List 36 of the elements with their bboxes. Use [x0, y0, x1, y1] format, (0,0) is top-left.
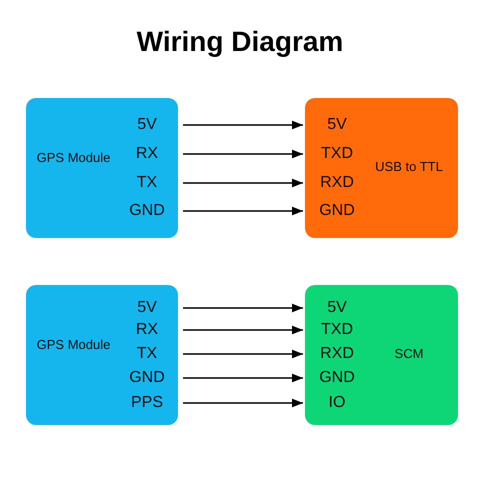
pin-label: GND — [319, 369, 355, 387]
arrow — [183, 374, 303, 382]
pin-label: TX — [136, 174, 158, 192]
arrow — [183, 178, 303, 188]
pin-label: TXD — [321, 321, 353, 339]
module-box — [305, 285, 458, 425]
pin-label: RXD — [320, 345, 354, 363]
arrow — [183, 350, 303, 358]
pin-label: 5V — [137, 299, 157, 317]
module-box — [26, 98, 178, 238]
pin-label: GND — [129, 369, 165, 387]
pin-label: 5V — [327, 299, 347, 317]
module-label: GPS Module — [36, 338, 112, 353]
arrow — [183, 206, 303, 216]
module-label: SCM — [394, 347, 424, 362]
arrow — [183, 326, 303, 334]
pin-label: TXD — [321, 145, 353, 163]
pin-label: TX — [136, 345, 158, 363]
pin-label: RX — [136, 145, 158, 163]
diagram-title: Wiring Diagram — [136, 26, 344, 58]
pin-label: IO — [328, 394, 346, 412]
pin-label: RX — [136, 321, 158, 339]
pin-label: 5V — [137, 116, 157, 134]
module-label: GPS Module — [36, 151, 112, 166]
module-box — [26, 285, 178, 425]
arrow — [183, 150, 303, 158]
module-box — [305, 98, 458, 238]
pin-label: GND — [129, 202, 165, 220]
pin-label: PPS — [130, 394, 163, 412]
arrow — [183, 304, 303, 312]
pin-label: GND — [319, 202, 355, 220]
arrow — [183, 398, 303, 408]
arrow — [183, 120, 303, 130]
pin-label: RXD — [320, 174, 354, 192]
pin-label: 5V — [327, 116, 347, 134]
module-label: USB to TTL — [374, 160, 444, 175]
